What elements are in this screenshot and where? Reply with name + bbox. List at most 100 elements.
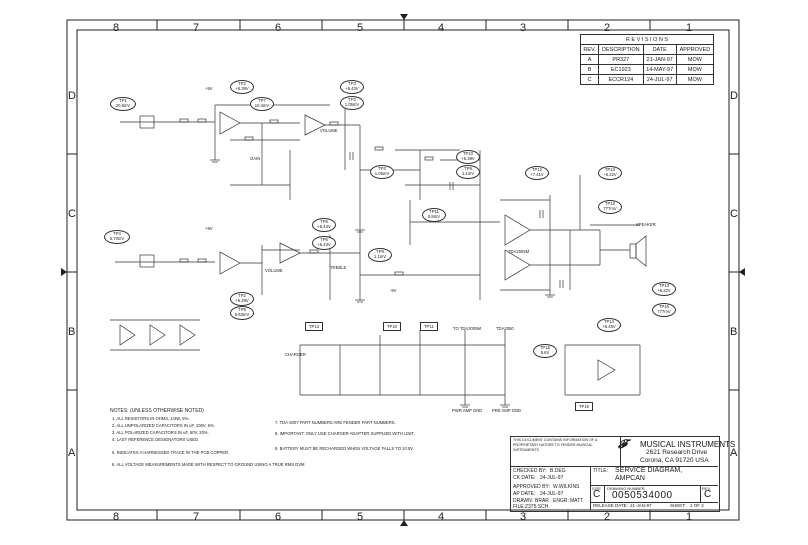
test-point-tp10: TP10+6.39V [456,150,480,164]
revisions-table: R E V I S I O N S REV. DESCRIPTION DATE … [579,34,715,85]
rev-cell: MOW [675,64,715,75]
component-symbols [179,118,564,288]
rev-label: REV. [702,486,711,491]
note-item: 5. INDICATES A HARNESSED TRACE IN THE PC… [112,450,230,455]
ap-date-value: 24-JUL-97 [540,491,564,497]
label-plus-9v: +9V [205,86,213,91]
zone-row-c-right: C [730,208,738,220]
zone-col-8-bottom: 8 [113,511,120,523]
note-item: 7. TDA-2007 PART NUMBERS ARE FENDER PART… [275,420,396,425]
revisions-title: R E V I S I O N S [580,34,714,45]
label-minus-9v: -9V [390,288,397,293]
table-row: A PR327 21-JAN-97 MOW [579,54,715,65]
note-item: 3. ALL POLARIZED CAPACITORS IN uF, 50V, … [112,430,209,435]
title-line1: SERVICE DIAGRAM, [615,467,683,474]
test-point-tp13: TP13+6.22V [598,166,622,180]
drawn-label: DRAWN: [513,498,534,504]
test-point-tp2-lower: TP2+6.39V [230,292,254,306]
rev-cell: 24-JUL-97 [642,74,677,85]
label-to-tda: TO TDA2005M [453,326,482,331]
file-name: FILE:Z375.SCH [513,504,549,510]
drawing-number-label: DRAWING NUMBER [607,486,645,491]
engr-label: ENGR: [553,498,569,504]
title-block-divider-3 [590,502,718,503]
table-row: B EC1923 14-MAY-97 MOW [579,64,715,75]
zone-col-5-top: 5 [357,22,364,34]
zone-row-d-right: D [730,90,738,102]
disclaimer-text: THIS DOCUMENT CONTAINS INFORMATION OF A … [513,438,598,452]
zone-row-d-left: D [68,90,76,102]
ground-symbols [210,159,555,408]
label-volume: VOLUME [320,128,338,133]
tp-box-power: TP13 [305,322,324,331]
table-row: C ECCR124 24-JUL-97 MOW [579,74,715,85]
approved-by-label: APPROVED BY: [513,484,550,490]
size-value: C [593,489,601,500]
zone-col-5-bottom: 5 [357,511,364,523]
rev-cell: MOW [675,54,715,65]
rev-cell: A [579,54,600,65]
note-item: 6. ALL VOLTAGE MEASUREMENTS MADE WITH RE… [112,462,305,467]
center-arrow-left [61,268,67,276]
sheet-label: SHEET: [670,503,686,508]
note-item: 8. IMPORTANT: ONLY USE CHARGER ADAPTER S… [275,431,415,436]
zone-col-4-bottom: 4 [438,511,445,523]
notes-title: NOTES: (UNLESS OTHERWISE NOTED) [110,408,204,414]
rev-header-description: DESCRIPTION [598,44,644,55]
zone-col-7-bottom: 7 [193,511,200,523]
drawn-value: BRAR [535,498,549,504]
note-item: 9. BATTERY MUST BE RECHARGED WHEN VOLTAG… [275,446,414,451]
label-tda2050: TDA2050 [496,326,514,331]
rev-divider [700,485,701,502]
ck-date-label: CK DATE: [513,475,536,481]
rev-cell: B [579,64,600,75]
size-divider [604,485,605,502]
approved-by-value: W.WILKINS [553,484,580,490]
label-pwr-amp-gnd: PWR AMP GND [452,408,483,413]
label-volume-lower: VOLUME [265,268,283,273]
fender-logo: 𝓕 [618,437,627,451]
title-label: TITLE: [593,468,609,474]
zone-col-6-top: 6 [275,22,282,34]
zone-col-2-top: 2 [604,22,611,34]
label-charger: CHARGER [285,352,306,357]
label-gain: GAIN [250,156,261,161]
note-item: 1. ALL RESISTORS IN OHMS, 1/4W, 5%. [112,416,190,421]
size-label: SIZE [592,486,601,491]
note-item: 4. LAST REFERENCE DESIGNATORS USED [112,437,199,442]
test-point-tp3: TP3+6.43V [340,80,364,94]
zone-row-a-left: A [68,447,76,459]
zone-col-1-bottom: 1 [686,511,693,523]
zone-col-2-bottom: 2 [604,511,611,523]
test-point-tp2: TP2+6.39V [230,80,254,94]
company-address-line2: Corona, CA 91720 USA [640,457,709,464]
drawing-number-value: 0050534000 [612,490,673,501]
zone-col-3-bottom: 3 [520,511,527,523]
rev-cell: C [579,74,600,85]
center-arrow-bottom [400,520,408,526]
zone-ticks [67,20,739,520]
tp-box-16: TP16 [575,402,594,411]
title-block-col-divider [590,466,591,510]
rev-cell: EC1923 [598,64,644,75]
ap-date-label: AP DATE: [513,491,536,497]
schematic-wiring [110,104,647,405]
title-block-divider-2 [590,485,718,486]
zone-col-8-top: 8 [113,22,120,34]
zone-col-3-top: 3 [520,22,527,34]
label-pre-amp-gnd: PRE AMP GND [492,408,522,413]
rev-value: C [704,489,712,500]
sheet-inner-border [76,29,730,511]
note-item: 2. ALL UNPOLARIZED CAPACITORS IN uF, 100… [112,423,215,428]
zone-row-b-left: B [68,326,76,338]
ck-date-value: 24-JUL-97 [540,475,564,481]
title-block [510,436,720,512]
checked-by-label: CHECKED BY: [513,468,547,474]
